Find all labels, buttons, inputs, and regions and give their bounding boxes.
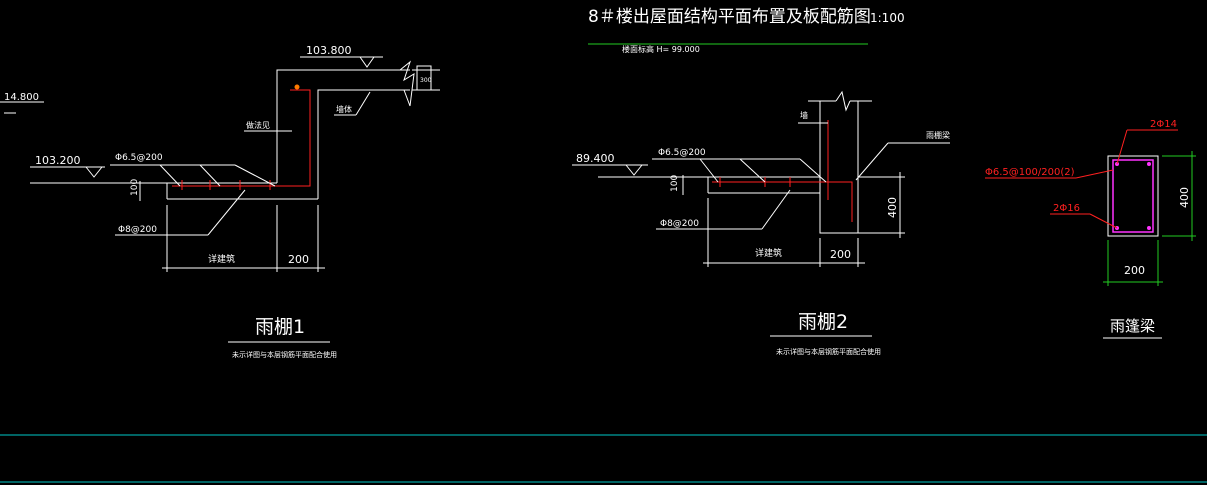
canopy2-rebar — [712, 181, 853, 222]
canopy2-label-wall: 墙 — [800, 110, 808, 120]
canopy1-caption: 未示详图与本层钢筋平面配合使用 — [232, 350, 337, 359]
canopy1-title: 雨棚1 — [255, 316, 305, 338]
beam-section-title: 雨篷梁 — [1110, 317, 1155, 335]
canopy2-detail: 400 89.400 Φ6.5@200 100 Φ8@200 墙 雨棚梁 — [572, 90, 950, 356]
canopy1-break-symbol — [399, 60, 415, 107]
canopy1-elev-slab: 103.200 — [35, 154, 81, 167]
beam-section-dim-width: 200 — [1124, 264, 1145, 277]
canopy2-dim-beam: 200 — [830, 248, 851, 261]
canopy1-rebar-top-label: Φ6.5@200 — [115, 153, 163, 163]
canopy1-rebar-bottom-label: Φ8@200 — [118, 225, 157, 235]
canopy1-label-parapet: 做法见 — [246, 120, 270, 130]
canopy2-label-beam-leader — [855, 142, 889, 181]
canopy2-dim-span: 详建筑 — [755, 247, 782, 259]
canopy1-leader-c — [234, 164, 276, 187]
canopy1-outline-upper — [276, 69, 410, 183]
beam-section-dim-height: 400 — [1178, 187, 1191, 208]
canopy1-rebar-dot — [294, 84, 300, 90]
canopy2-leader-a — [699, 158, 719, 183]
beam-section-stirrup-label: Φ6.5@100/200(2) — [985, 167, 1075, 178]
canopy1-rebar — [172, 89, 311, 187]
beam-section-rebar-top-leader — [1116, 129, 1128, 165]
beam-section-detail: 2Φ14 Φ6.5@100/200(2) 2Φ16 400 200 雨篷梁 — [985, 119, 1196, 339]
canopy1-label-wall: 墙体 — [336, 104, 352, 114]
canopy1-elev-left: 14.800 — [4, 92, 39, 103]
canopy2-beam-outline — [819, 101, 859, 234]
canopy1-label-wall-leader — [355, 91, 371, 116]
canopy1-elev-top-marker — [359, 56, 375, 68]
canopy2-rebar-bottom-leader — [761, 189, 791, 230]
beam-section-bar-bottom-right — [1147, 226, 1151, 230]
canopy2-rebar-bottom-label: Φ8@200 — [660, 219, 699, 229]
canopy2-break-symbol — [835, 90, 851, 112]
beam-section-rebar-bottom-leader — [1089, 213, 1118, 229]
canopy1-elev-slab-marker — [85, 166, 103, 178]
canopy2-leader-c — [799, 158, 827, 183]
beam-section-rebar-bottom: 2Φ16 — [1053, 203, 1080, 214]
canopy2-title: 雨棚2 — [798, 311, 848, 333]
beam-section-rebar-top: 2Φ14 — [1150, 119, 1177, 130]
canopy2-dim-beam-height: 400 — [886, 197, 899, 218]
sheet-header: 8＃楼出屋面结构平面布置及板配筋图 1:100 楼面标高 H= 99.000 — [588, 7, 905, 54]
canopy1-rebar-bottom-leader — [207, 189, 246, 236]
canopy1-dim-beam: 200 — [288, 253, 309, 266]
sheet-scale: 1:100 — [870, 11, 905, 25]
canopy2-label-beam: 雨棚梁 — [926, 130, 950, 140]
canopy1-dim-thickness: 100 — [130, 179, 140, 196]
canopy1-elev-top: 103.800 — [306, 44, 352, 57]
canopy1-leader-b — [199, 164, 221, 187]
beam-section-stirrup — [1112, 159, 1154, 233]
canopy2-leader-b — [739, 158, 766, 183]
beam-section-bar-top-right — [1147, 162, 1151, 166]
canopy2-elev-slab: 89.400 — [576, 152, 615, 165]
beam-section-stirrup-leader — [1075, 169, 1114, 179]
canopy2-dim-thickness: 100 — [670, 175, 680, 192]
canopy1-leader-a — [159, 164, 181, 187]
canopy1-detail: 14.800 103.800 300 103.200 Φ6.5@200 — [0, 44, 440, 359]
beam-section-outline — [1107, 155, 1159, 237]
canopy1-label-dim-right: 300 — [420, 77, 432, 84]
canopy2-rebar-top-label: Φ6.5@200 — [658, 148, 706, 158]
sheet-title: 8＃楼出屋面结构平面布置及板配筋图 — [588, 7, 871, 27]
canopy2-elev-slab-marker — [625, 164, 643, 176]
canopy1-outline-inner — [317, 89, 410, 199]
canopy2-caption: 未示详图与本层钢筋平面配合使用 — [776, 347, 881, 356]
canopy1-dim-span: 详建筑 — [208, 253, 235, 265]
sheet-subtitle-note: 楼面标高 H= 99.000 — [622, 44, 700, 54]
